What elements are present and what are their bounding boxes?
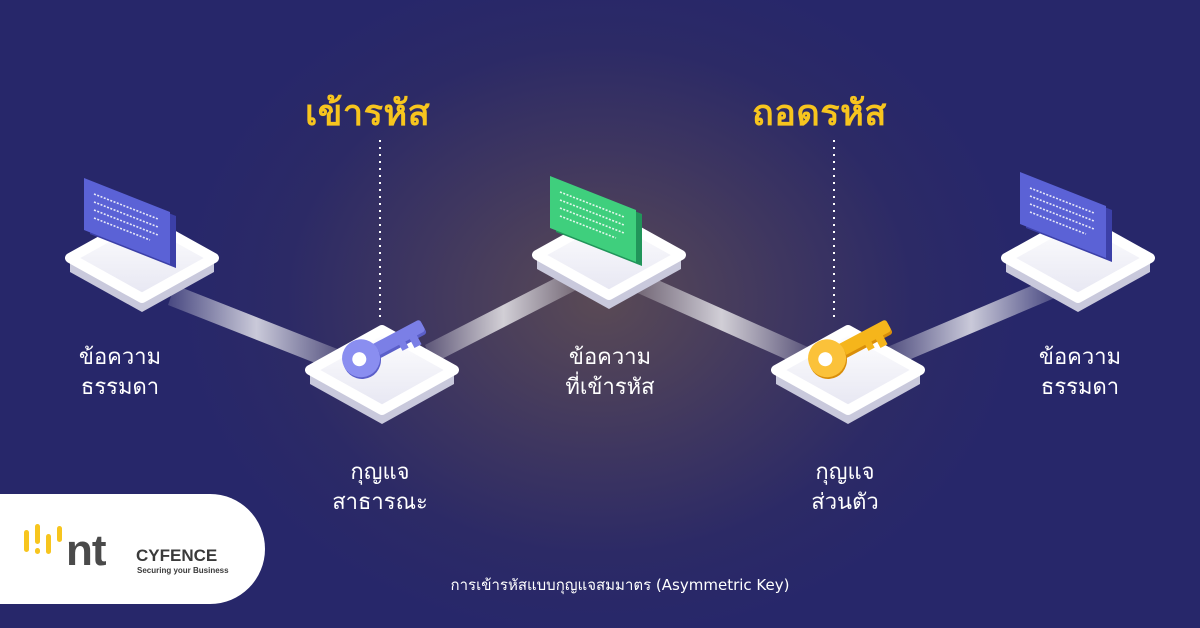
public-key-icon: [342, 320, 427, 379]
diagram-caption: การเข้ารหัสแบบกุญแจสมมาตร (Asymmetric Ke…: [450, 576, 790, 594]
logo-mark: nt: [66, 526, 107, 575]
encrypt-title: เข้ารหัส: [305, 93, 431, 134]
decrypt-title: ถอดรหัส: [752, 93, 887, 134]
private-key-icon: [808, 320, 893, 379]
beam-cipher-to-private-key: [633, 272, 810, 367]
label-plain-left: ข้อความ ธรรมดา: [78, 345, 162, 400]
beam-private-key-to-plain: [885, 278, 1057, 367]
logo-card: nt CYFENCE Securing your Business: [0, 494, 265, 604]
sound-wave-icon: [24, 524, 62, 554]
logo-tagline: Securing your Business: [137, 566, 229, 575]
label-plain-right: ข้อความ ธรรมดา: [1038, 345, 1122, 400]
label-private-key: กุญแจ ส่วนตัว: [811, 460, 879, 515]
cipher-document-icon: [550, 176, 642, 266]
plain-document-icon-right: [1020, 172, 1112, 262]
label-cipher: ข้อความ ที่เข้ารหัส: [565, 345, 655, 400]
beam-public-key-to-cipher: [425, 268, 582, 364]
logo-name: CYFENCE: [136, 546, 218, 565]
connector-beams: [168, 268, 1057, 372]
beam-plain-to-public-key: [168, 285, 345, 372]
label-public-key: กุญแจ สาธารณะ: [332, 460, 428, 515]
plain-document-icon: [84, 178, 176, 268]
